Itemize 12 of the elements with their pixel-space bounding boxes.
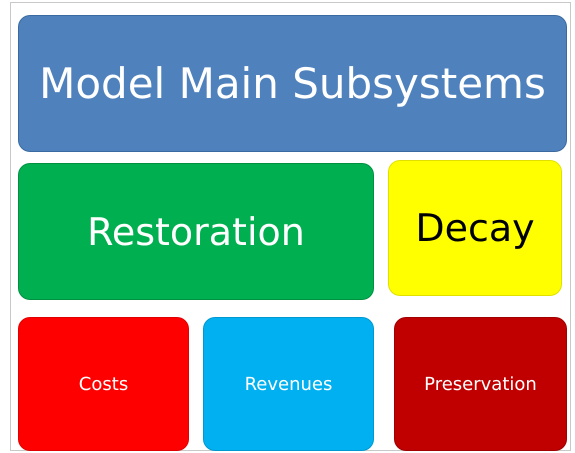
subsystem-box bbox=[18, 15, 567, 152]
box-title: Preservation bbox=[424, 374, 537, 394]
subsystem-box bbox=[203, 317, 374, 451]
box-title: Model Main Subsystems bbox=[39, 59, 546, 108]
box-title: Revenues bbox=[244, 374, 332, 394]
subsystem-box bbox=[388, 160, 562, 296]
subsystem-box bbox=[18, 317, 189, 451]
box-title: Costs bbox=[78, 374, 128, 394]
subsystem-box bbox=[394, 317, 567, 451]
box-title: Decay bbox=[415, 206, 535, 250]
box-title: Restoration bbox=[87, 210, 305, 254]
subsystem-box bbox=[18, 163, 374, 300]
